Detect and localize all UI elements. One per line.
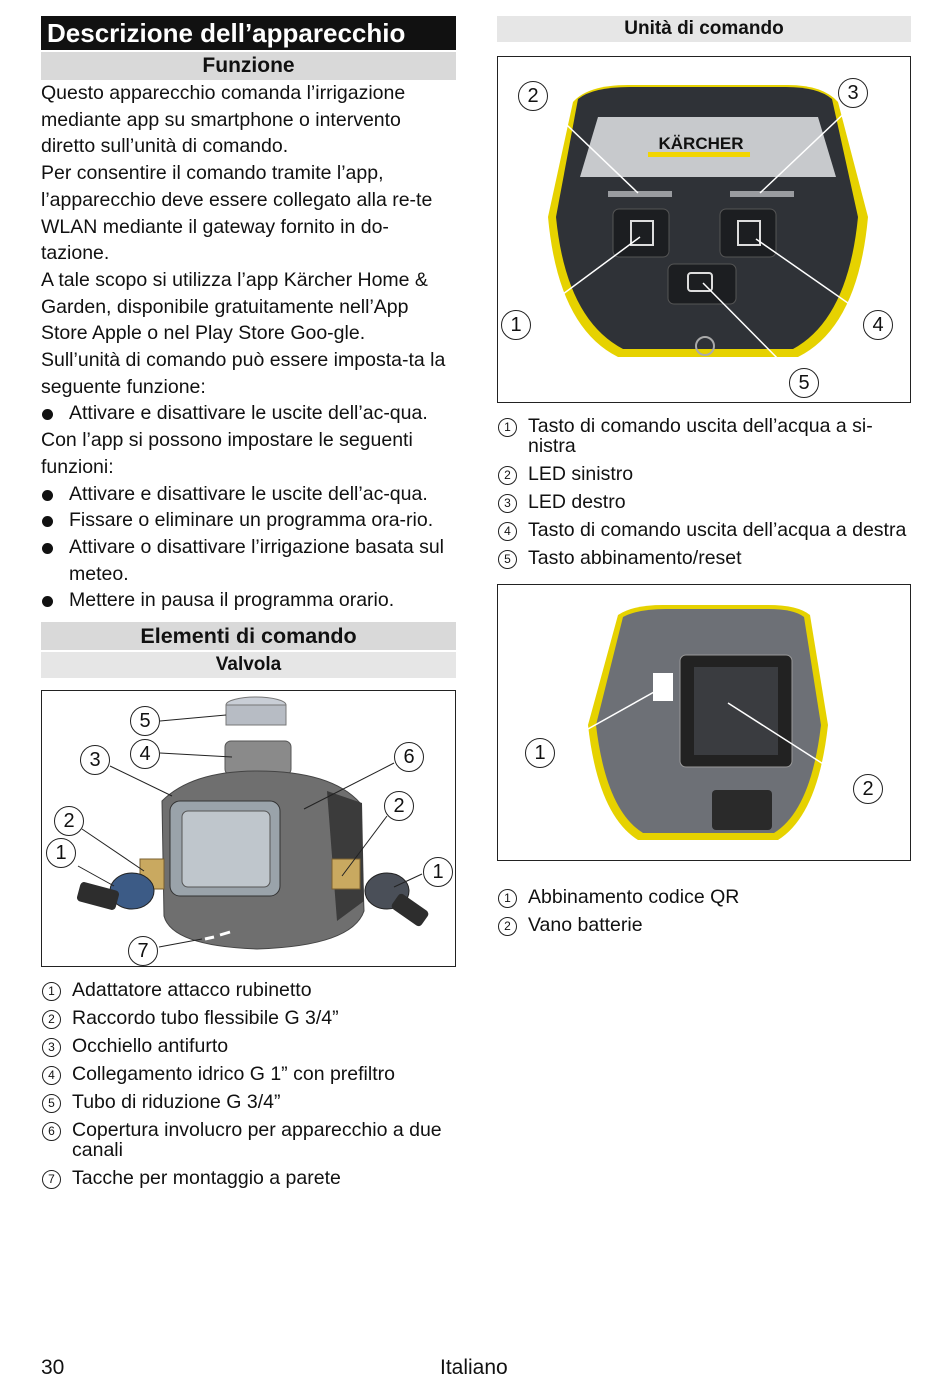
footer-language: Italiano — [440, 1356, 508, 1379]
number-circle: 3 — [42, 1038, 61, 1058]
callout-1: 1 — [501, 310, 531, 340]
control-unit-illustration: KÄRCHER — [531, 85, 869, 376]
bullet-icon — [42, 489, 53, 501]
bullet-icon — [42, 516, 53, 528]
tap-left-icon — [630, 220, 654, 246]
number-circle: 2 — [498, 466, 517, 485]
heading-funzione: Funzione — [41, 52, 456, 80]
list-item: Attivare e disattivare le uscite dell’ac… — [41, 481, 456, 508]
tap-right-icon — [737, 220, 761, 246]
callout-3: 3 — [838, 78, 868, 108]
battery-compartment-figure: 1 2 — [497, 584, 911, 861]
paragraph: Per consentire il comando tramite l’app,… — [41, 162, 433, 265]
list-item: Attivare o disattivare l’irrigazione bas… — [41, 534, 456, 587]
callout-1: 1 — [525, 738, 555, 768]
right-column: Unità di comando KÄRCHER 2 3 1 4 5 — [497, 16, 911, 943]
bullet-list: Attivare e disattivare le uscite dell’ac… — [41, 481, 456, 615]
number-circle: 3 — [498, 494, 517, 513]
callout-7: 7 — [128, 936, 158, 967]
heading-unita-di-comando: Unità di comando — [497, 16, 911, 42]
page-number: 30 — [41, 1356, 65, 1379]
number-circle: 2 — [42, 1010, 61, 1030]
callout-2: 2 — [54, 806, 84, 837]
section-title: Descrizione dell’apparecchio — [41, 16, 456, 50]
callout-5: 5 — [130, 706, 160, 737]
paragraph: A tale scopo si utilizza l’app Kärcher H… — [41, 268, 428, 345]
list-item: Fissare o eliminare un programma ora-rio… — [41, 507, 456, 534]
number-circle: 4 — [42, 1066, 61, 1086]
bullet-icon — [42, 542, 53, 554]
callout-4: 4 — [130, 739, 160, 770]
callout-6: 6 — [394, 742, 424, 773]
callout-2: 2 — [518, 81, 548, 111]
number-circle: 6 — [42, 1122, 61, 1142]
paragraph: Sull’unità di comando può essere imposta… — [41, 349, 446, 398]
paragraph: Con l’app si possono impostare le seguen… — [41, 429, 413, 478]
number-circle: 5 — [498, 550, 517, 569]
number-circle: 4 — [498, 522, 517, 541]
number-circle: 1 — [498, 889, 517, 908]
brand-logo: KÄRCHER — [659, 134, 744, 153]
valve-figure: 5 4 3 6 2 2 1 1 7 — [41, 690, 456, 968]
reset-icon — [695, 336, 715, 356]
number-circle: 1 — [498, 418, 517, 437]
number-circle: 7 — [42, 1170, 61, 1190]
list-item: Mettere in pausa il programma orario. — [41, 587, 456, 614]
callout-5: 5 — [789, 368, 819, 398]
list-item: Attivare e disattivare le uscite dell’ac… — [41, 400, 456, 427]
callout-2: 2 — [853, 774, 883, 804]
bullet-list: Attivare e disattivare le uscite dell’ac… — [41, 400, 456, 427]
wifi-icon — [687, 272, 713, 292]
callout-1: 1 — [46, 838, 76, 869]
left-column: Descrizione dell’apparecchio Funzione Qu… — [41, 16, 456, 1196]
number-circle: 1 — [42, 982, 61, 1002]
heading-valvola: Valvola — [41, 652, 456, 679]
number-circle: 5 — [42, 1094, 61, 1114]
battery-compartment-illustration — [553, 605, 857, 840]
control-unit-figure: KÄRCHER 2 3 1 4 5 — [497, 56, 911, 403]
paragraph: Questo apparecchio comanda l’irrigazione… — [41, 82, 406, 158]
callout-2: 2 — [384, 791, 414, 822]
heading-elementi-di-comando: Elementi di comando — [41, 622, 456, 651]
number-circle: 2 — [498, 917, 517, 936]
bullet-icon — [42, 596, 53, 608]
valve-illustration — [76, 696, 429, 950]
callout-4: 4 — [863, 310, 893, 340]
callout-1: 1 — [423, 857, 453, 888]
callout-3: 3 — [80, 745, 110, 776]
bullet-icon — [42, 409, 53, 421]
